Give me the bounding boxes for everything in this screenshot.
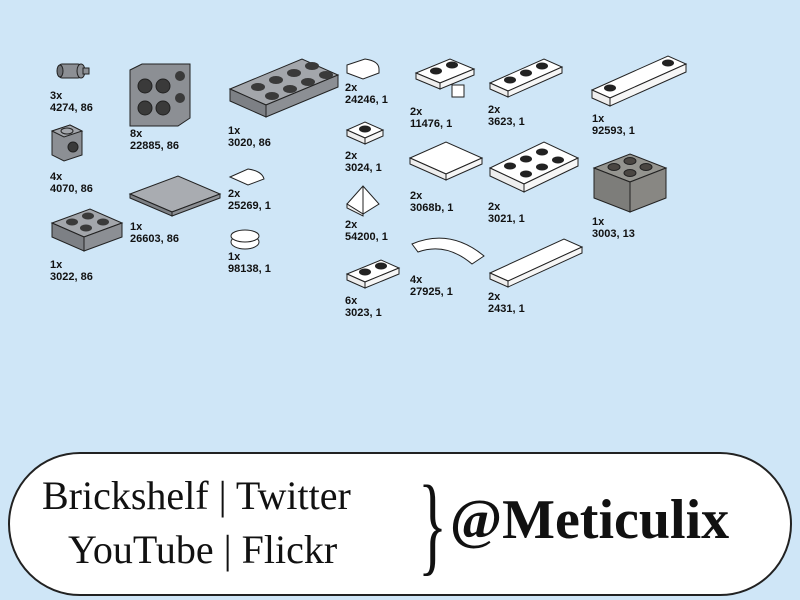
part-4070-image [50, 124, 84, 162]
part-3021-image [488, 141, 580, 193]
part-4274-image [56, 63, 90, 79]
part-92593-image [590, 55, 688, 107]
part-3022-image [50, 208, 124, 252]
part-26603-image [128, 175, 222, 217]
part-3024-image [345, 121, 385, 145]
part-27925-image [411, 237, 485, 265]
part-98138-image [230, 229, 260, 250]
part-2431-image [488, 238, 584, 288]
part-3020-image [228, 58, 340, 118]
part-11476-image [414, 58, 476, 98]
part-22885-image [129, 63, 191, 127]
part-25269-image [228, 168, 265, 186]
social-banner: Brickshelf | Twitter YouTube | Flickr } … [8, 452, 792, 596]
banner-brace: } [418, 463, 448, 585]
part-3623-image [488, 58, 564, 98]
part-3068b-image [408, 141, 484, 181]
part-54200-image [346, 185, 380, 217]
part-3023-image [345, 259, 401, 289]
part-3003-image [592, 153, 668, 213]
banner-links-line-2: YouTube | Flickr [68, 527, 338, 572]
part-24246-image [346, 58, 380, 80]
banner-handle: @Meticulix [450, 489, 730, 551]
banner-links-line-1: Brickshelf | Twitter [42, 473, 351, 518]
